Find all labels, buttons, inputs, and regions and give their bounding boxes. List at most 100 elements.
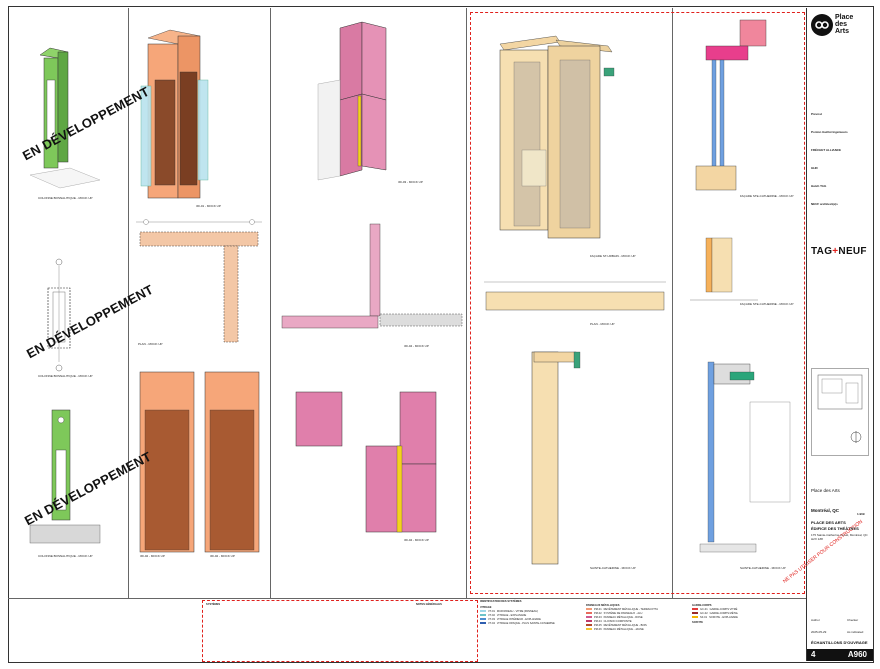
consultant-name: FRÉCHET ALLIANCE	[811, 148, 842, 152]
notes-legend: NOTES GÉNÉRALES	[416, 603, 476, 606]
legend-swatch	[480, 618, 486, 620]
legend-code: VT-02	[488, 613, 495, 617]
wood-facade-3d	[499, 35, 615, 239]
drawn-by: Author	[811, 618, 820, 622]
column-divider	[270, 8, 271, 598]
legend-text: VITRAGE - EXPLANADE	[496, 613, 527, 617]
sheet-border	[8, 6, 874, 663]
pink-elevation	[295, 391, 437, 533]
legend-swatch	[586, 624, 592, 626]
legend-swatch	[692, 616, 698, 618]
legend-swatch	[480, 610, 486, 612]
legend-subtitle: VITRAGE	[480, 606, 492, 609]
view-title: FAÇADE ST-URBAIN - MOCK UP	[590, 254, 636, 258]
identification-legend: IDENTIFICATION DES SYSTÈMES VITRAGE VT-0…	[480, 600, 580, 625]
consultant-name: NEUF architect(e)s	[811, 202, 838, 206]
project-title: PLACE DES ARTS	[811, 520, 846, 525]
legend-text: GARDE-CORPS VITRÉ	[709, 607, 738, 611]
column-mockup-2	[47, 258, 71, 372]
wood-section	[531, 351, 581, 565]
view-title: SAINTE-CATHERINE - MOCK UP	[740, 566, 786, 570]
legend-text: MUR RIDEAU - VITRE (PANNEAU)	[496, 609, 539, 613]
view-title: 3D-03 - MOCK UP	[398, 180, 423, 184]
legend-code: VT-04	[488, 621, 495, 625]
legend-text: REVÊTEMENT MÉTALLIQUE - BOIS	[603, 623, 647, 627]
view-title: 3D-04 - MOCK UP	[404, 344, 429, 348]
legend-code: PM-01	[594, 607, 602, 611]
view-title: COLONNE BOSNALITIQUE - MOCK UP	[38, 374, 93, 378]
client-name: Place des Arts	[811, 488, 840, 493]
client-logo-text: Place des Arts	[835, 14, 854, 35]
view-title: FAÇADE STE-CATHERINE - MOCK UP	[740, 302, 794, 306]
column-mockup-3	[29, 409, 101, 544]
legend-code: VT-01	[488, 609, 495, 613]
project-address: 175 Sainte-Catherine Ouest, Montréal, QC…	[811, 533, 868, 541]
legend-text: PANNEAU MÉTALLIQUE - JAUNE	[603, 627, 644, 631]
view-title: 3D-04 - MOCK UP	[404, 538, 429, 542]
curtain-wall-vertical-section	[699, 361, 791, 553]
sheet-title: ÉCHANTILLONS D'OUVRAGE	[811, 640, 868, 645]
project-title: ÉDIFICE DES THÉÂTRES	[811, 526, 859, 531]
legend-swatch	[692, 612, 698, 614]
legend-subtitle: GARDE-CORPS	[692, 604, 712, 607]
project-number: 1.909	[857, 512, 865, 516]
checked-by: Checker	[847, 618, 859, 622]
issue-date: 2025-05-29	[811, 630, 827, 634]
view-title: SAINTE-CATHERINE - MOCK UP	[590, 566, 636, 570]
legend-code: PM-06	[594, 627, 602, 631]
legend-swatch	[586, 620, 592, 622]
legend-swatch	[586, 608, 592, 610]
legend-swatch	[480, 614, 486, 616]
legend-swatch	[692, 608, 698, 610]
systems-legend: SYSTÈMES	[206, 603, 266, 606]
revision-cloud-legend	[202, 600, 478, 662]
location: Montréal, QC	[811, 508, 840, 513]
legend-subtitle: SOFFITE	[692, 621, 703, 624]
revision-cloud-main	[470, 12, 805, 594]
scale: As indicated	[847, 630, 864, 634]
legend-code: PM-03	[594, 615, 602, 619]
view-title: PLAN - MOCK UP	[138, 342, 163, 346]
legend-swatch	[480, 622, 486, 624]
legend-code: PM-02	[594, 611, 602, 615]
legend-title: NOTES GÉNÉRALES	[416, 603, 442, 606]
consultant-name: Prévost	[811, 112, 823, 116]
legend-subtitle: PANNEAUX MÉTALLIQUES	[586, 604, 620, 607]
legend-swatch	[586, 612, 592, 614]
consultant-name: GHD	[811, 166, 818, 170]
legend-text: VITRAGE INTÉRIEUR - EXPLANADE	[496, 617, 541, 621]
column-mockup-1	[29, 47, 101, 189]
firm-logo: TAG+NEUF	[811, 246, 867, 257]
view-title: PLAN - MOCK UP	[590, 322, 615, 326]
sheet-number: A960	[847, 650, 867, 659]
column-divider	[672, 8, 673, 598]
legend-text: REVÊTEMENT MÉTALLIQUE - TERRACOTTA	[603, 607, 658, 611]
pink-section-plan	[281, 223, 463, 329]
terracotta-elevation-2	[204, 371, 260, 553]
view-title: FAÇADE STE-CATHERINE - MOCK UP	[740, 194, 794, 198]
legend-code: VT-03	[488, 617, 495, 621]
legend-text: GARDE-CORPS MÉTAL	[709, 611, 739, 615]
legend-text: VITRAGE OPAQUE - PLUS SAINTE-CATHERINE	[496, 621, 555, 625]
column-divider	[128, 8, 129, 598]
legend-title: SYSTÈMES	[206, 603, 221, 606]
legend-divider	[8, 598, 806, 599]
legend-swatch	[586, 628, 592, 630]
consultant-name: Hatch TAG	[811, 184, 827, 188]
curtain-wall-section	[695, 19, 767, 191]
legend-swatch	[586, 616, 592, 618]
terracotta-elevation-1	[139, 371, 195, 553]
legend-text: PANNEAU MÉTALLIQUE - ROSE	[603, 615, 643, 619]
legend-text: SOFFITE - EXPLANADE	[709, 615, 738, 619]
